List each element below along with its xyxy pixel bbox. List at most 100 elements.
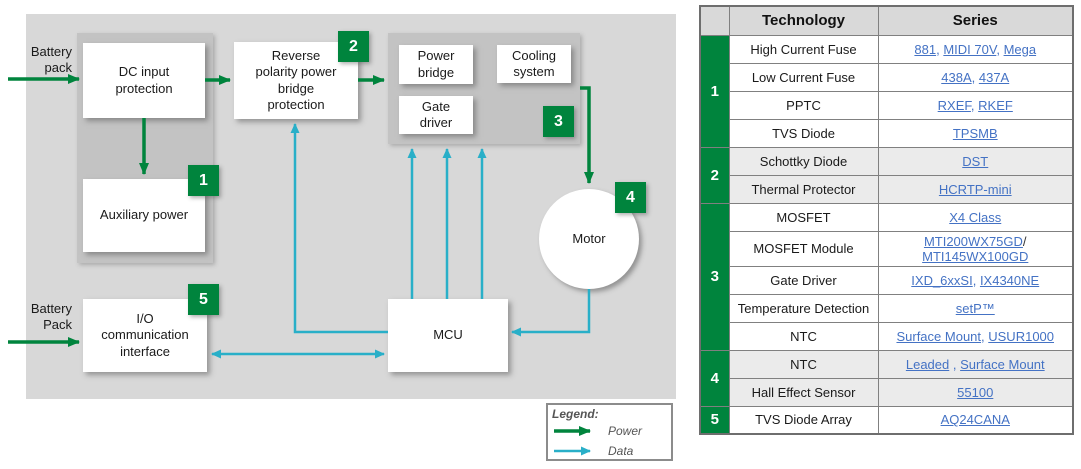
technology-cell: NTC	[728, 349, 879, 379]
series-cell: 55100	[877, 377, 1074, 407]
badge-4: 4	[615, 182, 646, 213]
table-row: Hall Effect Sensor 55100	[700, 377, 1074, 407]
technology-cell: TVS Diode	[728, 118, 879, 148]
series-cell: setP™	[877, 293, 1074, 323]
series-separator: ,	[936, 41, 944, 57]
series-link[interactable]: MTI145WX100GD	[922, 248, 1029, 264]
series-cell: HCRTP-mini	[877, 174, 1074, 204]
series-separator: ,	[949, 356, 961, 372]
series-cell: Surface Mount, USUR1000	[877, 321, 1074, 351]
series-cell: RXEF, RKEF	[877, 90, 1074, 120]
technology-cell: NTC	[728, 321, 879, 351]
technology-column-header: Technology	[728, 5, 879, 36]
series-cell: MTI200WX75GD/MTI145WX100GD	[877, 230, 1074, 267]
technology-cell: TVS Diode Array	[728, 405, 879, 435]
legend-data-label: Data	[608, 444, 634, 458]
series-separator: ,	[996, 41, 1004, 57]
technology-cell: MOSFET Module	[728, 230, 879, 267]
dc-input-protection-block: DC input protection	[83, 43, 205, 118]
technology-cell: Schottky Diode	[728, 146, 879, 176]
legend-power-label: Power	[608, 424, 643, 438]
group-number-1: 1	[699, 34, 730, 148]
series-link[interactable]: IX4340NE	[979, 272, 1040, 288]
technology-cell: High Current Fuse	[728, 34, 879, 64]
series-cell: IXD_6xxSI, IX4340NE	[877, 265, 1074, 295]
auxiliary-power-block: Auxiliary power	[83, 179, 205, 252]
battery-pack-top-label: Battery pack	[30, 44, 72, 75]
series-link[interactable]: RKEF	[978, 97, 1013, 113]
badge-2: 2	[338, 31, 369, 62]
series-link[interactable]: TPSMB	[952, 125, 998, 141]
io-communication-interface-block: I/O communication interface	[83, 299, 207, 372]
series-cell: TPSMB	[877, 118, 1074, 148]
series-link[interactable]: Surface Mount	[896, 328, 982, 344]
series-link[interactable]: Surface Mount	[960, 356, 1045, 372]
gate-driver-block: Gate driver	[399, 96, 473, 134]
motor-block: Motor	[539, 189, 639, 289]
reverse-polarity-protection-block: Reverse polarity power bridge protection	[234, 42, 358, 119]
series-link[interactable]: 881	[914, 41, 937, 57]
badge-3: 3	[543, 106, 574, 137]
group-number-2: 2	[699, 146, 730, 204]
corner-cell	[699, 5, 730, 36]
series-separator: ,	[971, 69, 979, 85]
series-separator: /	[1022, 233, 1027, 249]
legend-title: Legend:	[552, 407, 599, 421]
series-link[interactable]: USUR1000	[988, 328, 1055, 344]
series-link[interactable]: RXEF	[937, 97, 971, 113]
series-link[interactable]: Leaded	[905, 356, 950, 372]
series-cell: 438A, 437A	[877, 62, 1074, 92]
technology-cell: PPTC	[728, 90, 879, 120]
power-bridge-block: Power bridge	[399, 45, 473, 84]
group-number-3: 3	[699, 202, 730, 351]
technology-cell: MOSFET	[728, 202, 879, 232]
series-link[interactable]: MIDI 70V	[943, 41, 997, 57]
series-link[interactable]: MTI200WX75GD	[923, 233, 1023, 249]
series-column-header: Series	[877, 5, 1074, 36]
group-number-5: 5	[699, 405, 730, 435]
technology-cell: Gate Driver	[728, 265, 879, 295]
battery-pack-bottom-label: Battery Pack	[30, 301, 72, 332]
badge-1: 1	[188, 165, 219, 196]
table-row: Temperature Detection setP™	[700, 293, 1074, 323]
group-number-4: 4	[699, 349, 730, 407]
series-separator: ,	[972, 272, 980, 288]
badge-5: 5	[188, 284, 219, 315]
series-link[interactable]: Mega	[1003, 41, 1037, 57]
technology-cell: Hall Effect Sensor	[728, 377, 879, 407]
technology-cell: Low Current Fuse	[728, 62, 879, 92]
series-link[interactable]: setP™	[955, 300, 995, 316]
series-link[interactable]: DST	[962, 153, 989, 169]
series-cell: X4 Class	[877, 202, 1074, 232]
technology-cell: Thermal Protector	[728, 174, 879, 204]
series-link[interactable]: IXD_6xxSI	[911, 272, 973, 288]
series-cell: AQ24CANA	[877, 405, 1074, 435]
series-cell: DST	[877, 146, 1074, 176]
series-link[interactable]: X4 Class	[949, 209, 1002, 225]
series-link[interactable]: 438A	[941, 69, 972, 85]
series-link[interactable]: HCRTP-mini	[938, 181, 1012, 197]
table-row: Thermal Protector HCRTP-mini	[700, 174, 1074, 204]
mcu-block: MCU	[388, 299, 508, 372]
series-separator: ,	[981, 328, 989, 344]
series-link[interactable]: AQ24CANA	[940, 412, 1010, 428]
series-link[interactable]: 55100	[957, 384, 994, 400]
cooling-system-block: Cooling system	[497, 45, 571, 83]
series-cell: Leaded , Surface Mount	[877, 349, 1074, 379]
table-row: TVS Diode TPSMB	[700, 118, 1074, 148]
series-link[interactable]: 437A	[978, 69, 1010, 85]
series-cell: 881, MIDI 70V, Mega	[877, 34, 1074, 64]
technology-cell: Temperature Detection	[728, 293, 879, 323]
